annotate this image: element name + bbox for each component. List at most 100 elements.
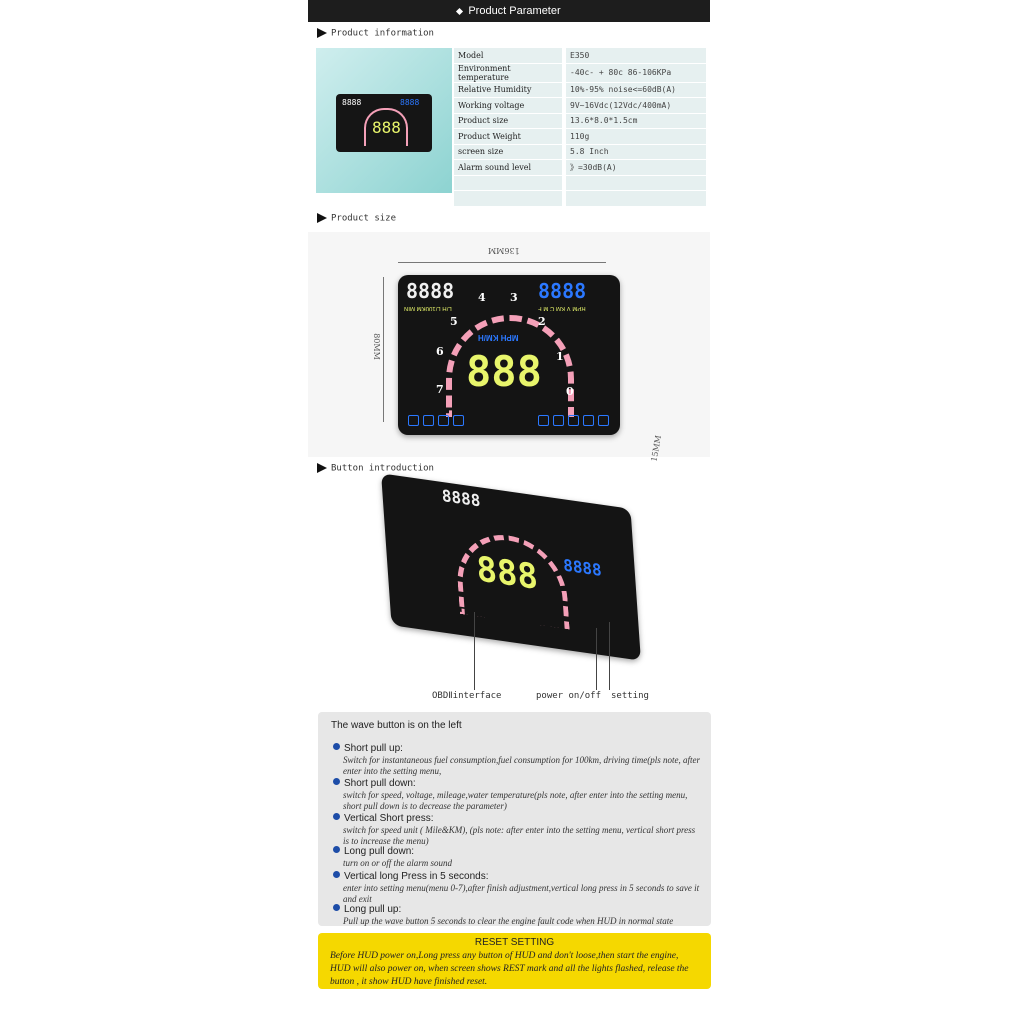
wave-item-text: Pull up the wave button 5 seconds to cle… <box>343 916 674 926</box>
indicator-icon <box>553 415 564 426</box>
spec-value: 13.6*8.0*1.5cm <box>566 113 706 129</box>
bullet-icon <box>333 871 340 878</box>
spec-key: Alarm sound level <box>454 159 562 176</box>
bullet-icon <box>333 813 340 820</box>
spec-gap <box>562 159 566 176</box>
indicator-icon <box>423 415 434 426</box>
spec-row-empty <box>454 190 706 207</box>
spec-gap <box>562 113 566 129</box>
spec-key: Product size <box>454 113 562 129</box>
hud-front-view: 8888 8888 L/H L/100KM MIN RPM V KM C M F… <box>398 275 620 435</box>
reset-setting-panel: RESET SETTING Before HUD power on,Long p… <box>318 933 711 989</box>
hud-angled-view: 8888 8888 888 <box>381 473 641 661</box>
wave-item-text: switch for speed unit ( Mile&KM), (pls n… <box>343 825 696 846</box>
height-dimension-line <box>383 277 384 422</box>
power-label: power on/off <box>536 691 602 701</box>
spec-value <box>566 175 706 191</box>
arrow-icon <box>317 213 327 223</box>
product-parameter-banner: Product Parameter <box>308 0 710 22</box>
section-product-size: Product size <box>317 213 396 224</box>
angled-right-digits: 8888 <box>562 555 603 581</box>
wave-item: Vertical long Press in 5 seconds:enter i… <box>333 864 703 904</box>
wave-item: Vertical Short press:switch for speed un… <box>333 806 703 846</box>
section-title: Button introduction <box>331 463 434 474</box>
spec-row: Alarm sound level》=30dB(A) <box>454 159 706 176</box>
width-dimension-line <box>398 262 606 263</box>
spec-value: 》=30dB(A) <box>566 159 706 176</box>
tick-label: 2 <box>538 315 546 328</box>
width-label: 136MM <box>488 246 520 255</box>
bullet-icon <box>333 778 340 785</box>
spec-key <box>454 190 562 207</box>
spec-value <box>566 190 706 207</box>
speed-digits: 888 <box>466 347 542 396</box>
spec-gap <box>562 82 566 98</box>
indicator-icon <box>453 415 464 426</box>
wave-item-text: switch for speed, voltage, mileage,water… <box>343 790 688 811</box>
mini-left-digits: 8888 <box>342 98 362 107</box>
right-units: RPM V KM C M F <box>538 305 586 311</box>
bullet-icon <box>333 846 340 853</box>
wave-item: Long pull down:turn on or off the alarm … <box>333 839 703 869</box>
tick-label: 4 <box>478 291 486 304</box>
wave-item-heading: Long pull up: <box>344 904 402 915</box>
obd-pointer-line <box>474 612 475 690</box>
wave-item-heading: Vertical Short press: <box>344 813 434 824</box>
banner-title: Product Parameter <box>468 5 561 17</box>
tick-label: 1 <box>556 350 564 363</box>
height-label: 80MM <box>371 333 381 360</box>
depth-label: 15MM <box>649 434 664 463</box>
spec-gap <box>562 144 566 160</box>
spec-gap <box>562 175 566 191</box>
wave-item-heading: Short pull up: <box>344 743 403 754</box>
indicator-icon <box>583 415 594 426</box>
spec-gap <box>562 190 566 207</box>
wave-item-text: Switch for instantaneous fuel consumptio… <box>343 755 700 776</box>
tick-label: 3 <box>510 291 518 304</box>
arrow-icon <box>317 28 327 38</box>
wave-item-heading: Long pull down: <box>344 846 415 857</box>
spec-gap <box>562 128 566 145</box>
wave-item-heading: Short pull down: <box>344 778 416 789</box>
section-title: Product size <box>331 213 397 224</box>
mini-arc <box>364 108 408 146</box>
tick-label: 7 <box>436 383 444 396</box>
left-units: L/H L/100KM MIN <box>404 305 452 311</box>
spec-row-empty <box>454 175 706 191</box>
indicator-icon <box>408 415 419 426</box>
tick-label: 5 <box>450 315 458 328</box>
spec-key: Environment temperature <box>454 63 562 83</box>
reset-text: Before HUD power on,Long press any butto… <box>330 951 689 987</box>
product-page: Product Parameter Product information 88… <box>308 0 711 1020</box>
arrow-icon <box>317 463 327 473</box>
angled-left-digits: 8888 <box>441 485 481 511</box>
tick-label: 0 <box>566 385 574 398</box>
spec-value: -40c- + 80c 86-106KPa <box>566 63 706 83</box>
power-pointer-line <box>596 628 597 690</box>
mini-hud-image: 8888 8888 888 <box>336 94 432 152</box>
product-photo: 8888 8888 888 <box>316 48 452 193</box>
spec-value: 10%-95% noise<=60dB(A) <box>566 82 706 98</box>
spec-key: Product Weight <box>454 128 562 145</box>
tick-label: 6 <box>436 345 444 358</box>
diamond-icon <box>456 7 464 15</box>
spec-key: Working voltage <box>454 97 562 114</box>
spec-gap <box>562 63 566 83</box>
spec-value: 9V~16Vdc(12Vdc/400mA) <box>566 97 706 114</box>
spec-key: Relative Humidity <box>454 82 562 98</box>
indicator-icon <box>438 415 449 426</box>
product-size-figure: 136MM 80MM 15MM 8888 8888 L/H L/100KM MI… <box>308 232 710 462</box>
spec-value: E350 <box>566 48 706 64</box>
reset-title: RESET SETTING <box>474 937 555 948</box>
spec-gap <box>562 48 566 64</box>
wave-item: Short pull down:switch for speed, voltag… <box>333 771 703 811</box>
setting-label: setting <box>611 691 649 701</box>
right-digits: 8888 <box>538 279 587 303</box>
mini-right-digits: 8888 <box>400 98 420 107</box>
indicator-icon <box>598 415 609 426</box>
